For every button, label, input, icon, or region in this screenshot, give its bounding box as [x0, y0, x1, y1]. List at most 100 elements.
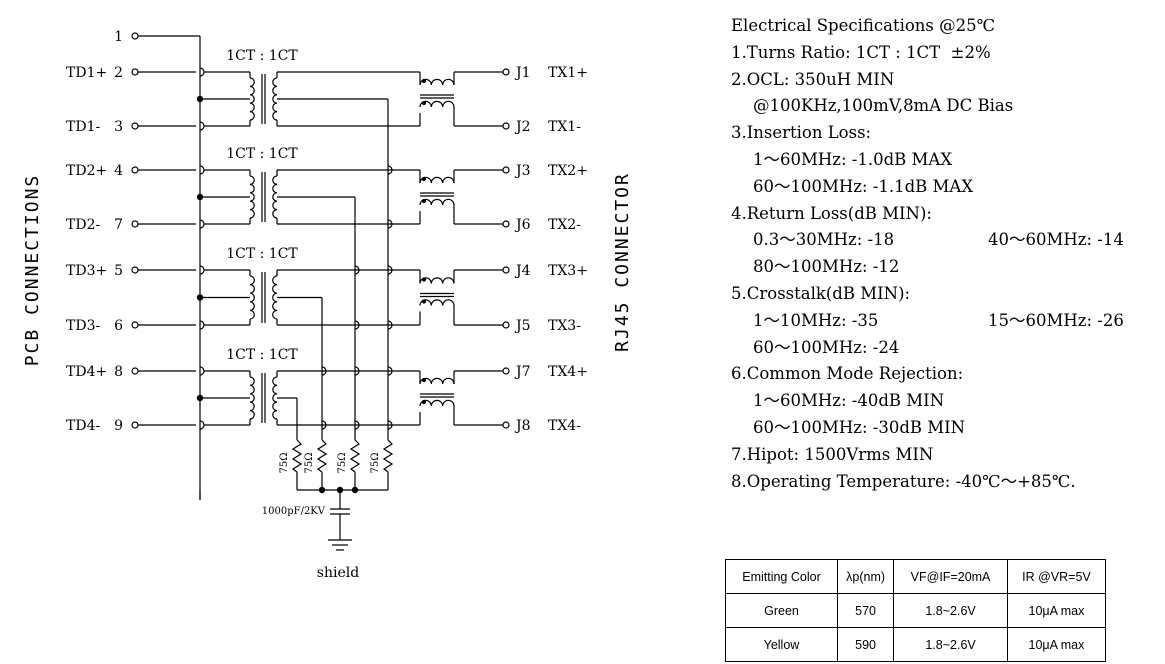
- wire-crossover: [199, 67, 205, 77]
- terminal-circle: [502, 166, 510, 174]
- table-cell: 1.8~2.6V: [893, 627, 1008, 662]
- terminal-circle: [131, 421, 139, 429]
- table-cell: 1.8~2.6V: [893, 593, 1008, 628]
- table-row: Yellow 590 1.8~2.6V 10μA max: [725, 627, 1107, 662]
- wire-crossover: [199, 420, 205, 430]
- turns-ratio-label: 1CT : 1CT: [226, 347, 298, 363]
- rj45-pin-number: J4: [514, 263, 531, 279]
- spec-insertion-loss-2: 60～100MHz: -1.1dB MAX: [753, 176, 974, 196]
- electrical-specifications: Electrical Specifications @25℃ 1.Turns R…: [731, 13, 1161, 495]
- rj45-pin-name: TX1-: [548, 119, 581, 135]
- terminal-circle: [131, 220, 139, 228]
- rj45-pin-name: TX3+: [548, 263, 588, 279]
- resistor: [291, 439, 303, 473]
- led-table: Emitting Color λp(nm) VF@IF=20mA IR @VR=…: [725, 559, 1107, 662]
- choke-coil: [419, 78, 455, 86]
- resistor-label: 75Ω: [304, 452, 315, 473]
- terminal-circle: [502, 367, 510, 375]
- spec-cmr-2: 60～100MHz: -30dB MIN: [753, 417, 966, 437]
- spec-return-loss-3: 80～100MHz: -12: [753, 257, 900, 277]
- terminal-circle: [131, 68, 139, 76]
- choke-coil: [419, 198, 455, 206]
- primary-coil: [249, 376, 255, 420]
- resistor: [382, 439, 394, 473]
- pcb-pin-number: 8: [114, 364, 123, 380]
- terminal-circle: [502, 220, 510, 228]
- pcb-pin-name: TD1-: [66, 119, 100, 135]
- secondary-coil: [272, 77, 278, 121]
- spec-crosstalk-2: 15～60MHz: -26: [988, 310, 1124, 330]
- primary-coil: [249, 175, 255, 219]
- pcb-pin-number: 4: [114, 163, 123, 179]
- header-cell: λp(nm): [836, 559, 895, 594]
- turns-ratio-label: 1CT : 1CT: [226, 246, 298, 262]
- pcb-pin-name: TD2-: [66, 217, 100, 233]
- terminal-circle: [502, 421, 510, 429]
- polarity-dot: [421, 277, 427, 282]
- pcb-pin-name: TD3+: [66, 263, 107, 279]
- primary-coil: [249, 275, 255, 320]
- polarity-dot: [421, 299, 427, 304]
- terminal-circle: [502, 321, 510, 329]
- polarity-dot: [421, 176, 427, 182]
- terminal-circle: [131, 266, 139, 274]
- table-row: Green 570 1.8~2.6V 10μA max: [725, 593, 1107, 628]
- polarity-dot: [421, 399, 427, 405]
- primary-coil: [249, 77, 255, 121]
- pcb-pin-name: TD3-: [66, 318, 100, 334]
- spec-insertion-loss-1: 1～60MHz: -1.0dB MAX: [753, 149, 953, 169]
- pcb-pin-number: 3: [114, 119, 123, 135]
- spec-turns-ratio: 1.Turns Ratio: 1CT : 1CT ±2%: [731, 42, 991, 62]
- spec-crosstalk: 5.Crosstalk(dB MIN):: [731, 283, 911, 303]
- table-cell: 570: [836, 593, 895, 628]
- choke-coil: [419, 299, 455, 306]
- pcb-connections-label: PCB CONNECTIONS: [22, 174, 43, 367]
- rj45-pin-name: TX2-: [548, 217, 581, 233]
- polarity-dot: [421, 78, 427, 84]
- rj45-pin-name: TX3-: [548, 318, 581, 334]
- spec-operating-temp: 8.Operating Temperature: -40℃～+85℃.: [731, 471, 1076, 491]
- spec-title: Electrical Specifications @25℃: [731, 16, 996, 35]
- secondary-coil: [272, 275, 278, 320]
- junction-dot: [351, 486, 359, 494]
- rj45-pin-name: TX1+: [548, 65, 588, 81]
- pcb-pin-name: TD4-: [66, 418, 100, 434]
- pcb-pin-name: TD4+: [66, 364, 107, 380]
- table-cell: 10μA max: [1006, 593, 1107, 628]
- rj45-pin-number: J8: [514, 418, 531, 434]
- choke-coil: [419, 277, 455, 284]
- rj45-pin-number: J5: [514, 318, 531, 334]
- turns-ratio-label: 1CT : 1CT: [226, 146, 298, 162]
- terminal-circle: [131, 122, 139, 130]
- pcb-pin-name: TD1+: [66, 65, 107, 81]
- terminal-circle: [131, 166, 139, 174]
- wire-crossover: [199, 265, 205, 275]
- spec-return-loss-1: 0.3～30MHz: -18: [753, 230, 895, 250]
- wire-crossover: [199, 219, 205, 229]
- rj45-pin-number: J1: [514, 65, 531, 81]
- pcb-pin-number: 6: [114, 318, 123, 334]
- rj45-pin-number: J6: [514, 217, 531, 233]
- resistor: [316, 439, 328, 473]
- choke-coil: [419, 176, 455, 184]
- pcb-pin-number: 9: [114, 418, 123, 434]
- rj45-pin-number: J3: [514, 163, 531, 179]
- spec-cmr-1: 1～60MHz: -40dB MIN: [753, 391, 945, 411]
- pcb-pin-number: 5: [114, 263, 123, 279]
- rj45-pin-name: TX4-: [548, 418, 581, 434]
- resistor-label: 75Ω: [337, 452, 348, 473]
- table-cell: 590: [836, 627, 895, 662]
- table-cell: 10μA max: [1006, 627, 1107, 662]
- spec-crosstalk-3: 60～100MHz: -24: [753, 337, 900, 357]
- resistor-label: 75Ω: [370, 452, 381, 473]
- terminal-circle: [131, 32, 139, 40]
- rj45-pin-number: J7: [514, 364, 531, 380]
- spec-return-loss-2: 40～60MHz: -14: [988, 230, 1124, 250]
- terminal-circle: [502, 122, 510, 130]
- polarity-dot: [421, 198, 427, 204]
- led-table-header: Emitting Color λp(nm) VF@IF=20mA IR @VR=…: [725, 559, 1107, 594]
- spec-ocl: 2.OCL: 350uH MIN: [731, 69, 895, 89]
- polarity-dot: [421, 100, 427, 106]
- table-cell: Green: [725, 593, 838, 628]
